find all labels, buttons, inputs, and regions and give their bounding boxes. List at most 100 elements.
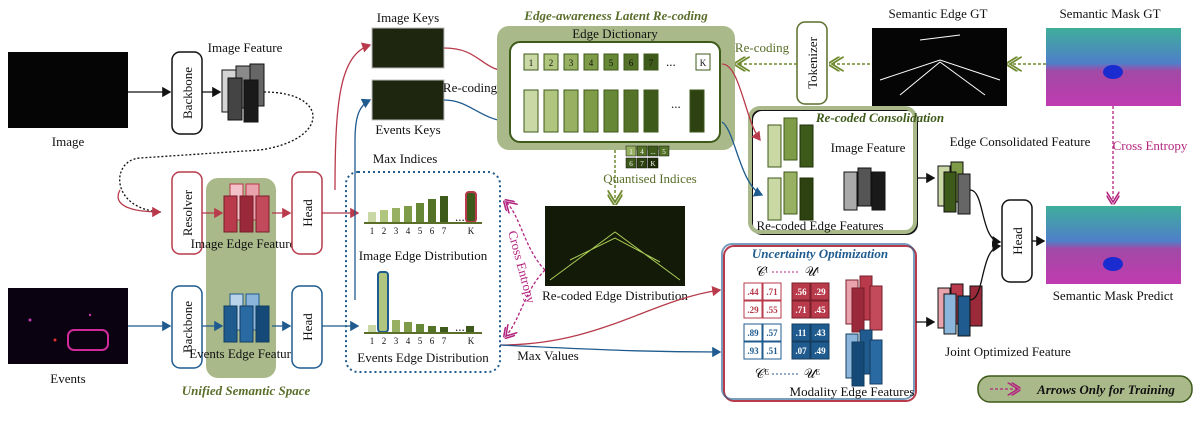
image-backbone <box>171 51 203 135</box>
dict-code-box <box>543 53 559 71</box>
dictionary-blocks <box>523 89 705 133</box>
training-legend <box>977 375 1193 403</box>
matrix-cell <box>762 282 782 301</box>
svg-text:Head: Head <box>1010 227 1025 255</box>
uncertainty-optimization-title: Uncertainty Optimization <box>752 246 888 261</box>
matrix-value: .57 <box>766 328 778 338</box>
dist-tick: 5 <box>418 226 423 236</box>
cross-entropy-right: Cross Entropy <box>1113 138 1188 153</box>
events-u-matrix: .11 .43 .07 .49 <box>791 323 830 360</box>
dict-code-text: 6 <box>629 58 634 68</box>
dist-tick: 1 <box>370 336 375 346</box>
legend-label: Arrows Only for Training <box>1036 382 1175 397</box>
dist-tick: 1 <box>370 226 375 236</box>
matrix-value: .71 <box>766 287 778 297</box>
svg-text:...: ... <box>455 209 465 224</box>
dict-code-text: 4 <box>589 58 594 68</box>
mini-code-box <box>647 145 659 157</box>
events-thumbnail <box>8 288 128 364</box>
semantic-mask-predict-image <box>1046 206 1181 284</box>
svg-text:𝒰ᴵ: 𝒰ᴵ <box>805 264 820 279</box>
re-coded-edge-distribution-label: Re-coded Edge Distribution <box>542 288 688 303</box>
dist-tick: 5 <box>418 336 423 346</box>
matrix-value: .55 <box>766 305 778 315</box>
re-coded-edge-distribution-image <box>545 206 685 286</box>
image-edge-distribution-label: Image Edge Distribution <box>359 248 488 263</box>
dist-tick: K <box>468 336 475 346</box>
matrix-cell <box>810 341 830 360</box>
matrix-value: .44 <box>747 287 759 297</box>
mini-code-text: ... <box>650 148 656 156</box>
dict-code-text: 1 <box>529 58 534 68</box>
image-feature-right-label: Image Feature <box>831 140 906 155</box>
dist-tick: 6 <box>430 336 435 346</box>
image-thumbnail <box>8 52 128 128</box>
matrix-cell <box>791 282 811 301</box>
image-u-matrix: .56.29.71.45 <box>791 282 830 319</box>
dist-tick: 4 <box>406 226 411 236</box>
mini-code-text: 4 <box>640 148 644 156</box>
re-coded-consolidation-title: Re-coded Consolidation <box>815 110 944 125</box>
dict-code-box <box>623 53 639 71</box>
mini-code-text: 7 <box>640 160 644 168</box>
image-keys-label: Image Keys <box>377 10 439 25</box>
edge-dictionary-label: Edge Dictionary <box>572 26 658 41</box>
svg-text:𝒞ᴱ: 𝒞ᴱ <box>755 366 769 381</box>
re-coded-edge-feature-blocks <box>767 117 814 221</box>
mini-code-box <box>636 145 648 157</box>
joint-optimized-feature-label: Joint Optimized Feature <box>945 344 1071 359</box>
modality-edge-feature-blocks <box>845 275 883 387</box>
edge-consolidated-feature-label: Edge Consolidated Feature <box>950 134 1091 149</box>
image-edge-feature-blocks <box>223 183 270 233</box>
events-head <box>291 285 323 369</box>
dict-code-box <box>643 53 659 71</box>
matrix-value: .93 <box>747 346 759 356</box>
dict-code-text: 2 <box>549 58 554 68</box>
dict-code-text: 5 <box>609 58 614 68</box>
matrix-value: .43 <box>814 328 826 338</box>
events-edge-feature-label: Events Edge Feature <box>189 346 297 361</box>
svg-text:Backbone: Backbone <box>180 301 195 353</box>
matrix-value: .11 <box>796 328 807 338</box>
matrix-cell <box>743 282 763 301</box>
semantic-edge-gt-label: Semantic Edge GT <box>889 6 988 21</box>
dist-tick: 4 <box>406 336 411 346</box>
events-keys-label: Events Keys <box>375 122 440 137</box>
dict-code-ellipsis: ... <box>666 54 676 69</box>
dist-tick: 2 <box>382 226 387 236</box>
matrix-cell <box>791 341 811 360</box>
matrix-cell <box>762 300 782 319</box>
matrix-cell <box>743 323 763 342</box>
matrix-cell <box>743 300 763 319</box>
re-coding-left: Re-coding <box>443 80 498 95</box>
dist-tick: 6 <box>430 226 435 236</box>
image-feature-label: Image Feature <box>208 40 283 55</box>
events-label: Events <box>50 371 85 386</box>
re-coding-right: Re-coding <box>735 40 790 55</box>
mini-code-box <box>625 145 637 157</box>
dist-tick: 7 <box>442 336 447 346</box>
distribution-box <box>345 171 501 373</box>
mini-code-box <box>658 145 670 157</box>
events-keys-thumbnail <box>371 79 445 121</box>
matrix-value: .45 <box>814 305 826 315</box>
svg-text:Tokenizer: Tokenizer <box>805 36 820 88</box>
matrix-value: .49 <box>814 346 826 356</box>
matrix-cell <box>791 323 811 342</box>
matrix-cell <box>810 300 830 319</box>
quantised-indices-label: Quantised Indices <box>603 171 697 186</box>
svg-text:𝒞ᴵ: 𝒞ᴵ <box>756 264 768 279</box>
image-keys-thumbnail <box>371 27 445 69</box>
dict-code-text: K <box>700 58 707 68</box>
mini-code-box <box>625 157 637 169</box>
dict-code-text: 3 <box>569 58 574 68</box>
image-feature-blocks <box>221 63 265 123</box>
max-indices-label: Max Indices <box>373 151 438 166</box>
dist-tick: K <box>468 226 475 236</box>
image-feature-right-blocks <box>843 167 886 211</box>
matrix-value: .07 <box>795 346 807 356</box>
max-values-label: Max Values <box>517 348 579 363</box>
